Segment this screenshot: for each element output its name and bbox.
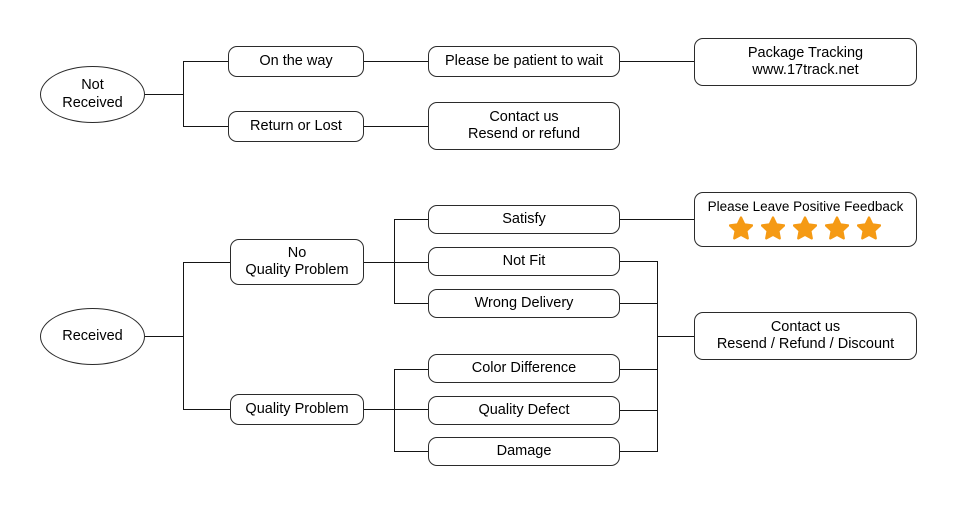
star-icon[interactable]: [793, 216, 817, 240]
node-on-the-way-label: On the way: [259, 52, 333, 69]
node-satisfy-label: Satisfy: [502, 210, 546, 227]
connector-satisfy-to-feedback: [620, 219, 695, 220]
connector-damage-to-merge: [620, 451, 658, 452]
star-icon[interactable]: [761, 216, 785, 240]
feedback-title: Please Leave Positive Feedback: [707, 199, 904, 214]
connector-to-damage: [394, 451, 429, 452]
connector-no-quality-fan-bar: [394, 219, 395, 304]
connector-quality-fan-bar: [394, 369, 395, 452]
node-wrong-delivery[interactable]: Wrong Delivery: [428, 289, 620, 318]
star-icon[interactable]: [857, 216, 881, 240]
connector-no-quality-stem: [364, 262, 395, 263]
node-damage[interactable]: Damage: [428, 437, 620, 466]
star-icon[interactable]: [825, 216, 849, 240]
node-received[interactable]: Received: [40, 308, 145, 365]
connector-not-received-split-bar: [183, 61, 184, 126]
node-please-be-patient-label: Please be patient to wait: [445, 52, 603, 69]
node-return-or-lost[interactable]: Return or Lost: [228, 111, 364, 142]
node-contact-resend-refund-discount[interactable]: Contact us Resend / Refund / Discount: [694, 312, 917, 360]
node-contact-resend-refund[interactable]: Contact us Resend or refund: [428, 102, 620, 150]
connector-received-stem: [145, 336, 184, 337]
connector-received-split-bar: [183, 262, 184, 410]
node-contact-resend-refund-label: Contact us Resend or refund: [467, 108, 581, 142]
connector-to-quality-defect: [394, 409, 429, 410]
connector-not-received-stem: [145, 94, 184, 95]
node-not-received[interactable]: Not Received: [40, 66, 145, 123]
connector-to-on-the-way: [183, 61, 229, 62]
node-please-be-patient[interactable]: Please be patient to wait: [428, 46, 620, 77]
connector-return-to-contact: [364, 126, 429, 127]
connector-merge-bar: [657, 261, 658, 452]
connector-to-satisfy: [394, 219, 429, 220]
connector-color-difference-to-merge: [620, 369, 658, 370]
node-quality-problem[interactable]: Quality Problem: [230, 394, 364, 425]
connector-to-return-or-lost: [183, 126, 229, 127]
node-no-quality-problem-label: No Quality Problem: [245, 244, 349, 278]
connector-quality-stem: [364, 409, 395, 410]
connector-quality-defect-to-merge: [620, 410, 658, 411]
connector-merge-to-contact: [657, 336, 695, 337]
node-on-the-way[interactable]: On the way: [228, 46, 364, 77]
node-color-difference-label: Color Difference: [471, 359, 577, 376]
node-return-or-lost-label: Return or Lost: [250, 117, 342, 134]
connector-to-not-fit: [394, 262, 429, 263]
node-received-label: Received: [62, 327, 123, 344]
connector-wrong-delivery-to-merge: [620, 303, 658, 304]
node-package-tracking-label: Package Tracking www.17track.net: [747, 44, 864, 78]
node-package-tracking[interactable]: Package Tracking www.17track.net: [694, 38, 917, 86]
connector-to-wrong-delivery: [394, 303, 429, 304]
star-icon[interactable]: [729, 216, 753, 240]
node-damage-label: Damage: [496, 442, 552, 459]
node-not-received-label: Not Received: [62, 77, 123, 111]
node-wrong-delivery-label: Wrong Delivery: [474, 294, 574, 311]
node-quality-defect-label: Quality Defect: [478, 401, 570, 418]
node-satisfy[interactable]: Satisfy: [428, 205, 620, 234]
feedback-star-rating[interactable]: [729, 216, 881, 240]
node-quality-defect[interactable]: Quality Defect: [428, 396, 620, 425]
connector-to-no-quality-problem: [183, 262, 231, 263]
connector-wait-to-tracking: [620, 61, 695, 62]
node-color-difference[interactable]: Color Difference: [428, 354, 620, 383]
node-no-quality-problem[interactable]: No Quality Problem: [230, 239, 364, 285]
node-contact-resend-refund-discount-label: Contact us Resend / Refund / Discount: [716, 318, 895, 352]
node-not-fit-label: Not Fit: [502, 252, 546, 269]
connector-on-the-way-to-wait: [364, 61, 429, 62]
node-not-fit[interactable]: Not Fit: [428, 247, 620, 276]
connector-not-fit-to-merge: [620, 261, 658, 262]
connector-to-quality-problem: [183, 409, 231, 410]
connector-to-color-difference: [394, 369, 429, 370]
node-quality-problem-label: Quality Problem: [245, 400, 349, 417]
